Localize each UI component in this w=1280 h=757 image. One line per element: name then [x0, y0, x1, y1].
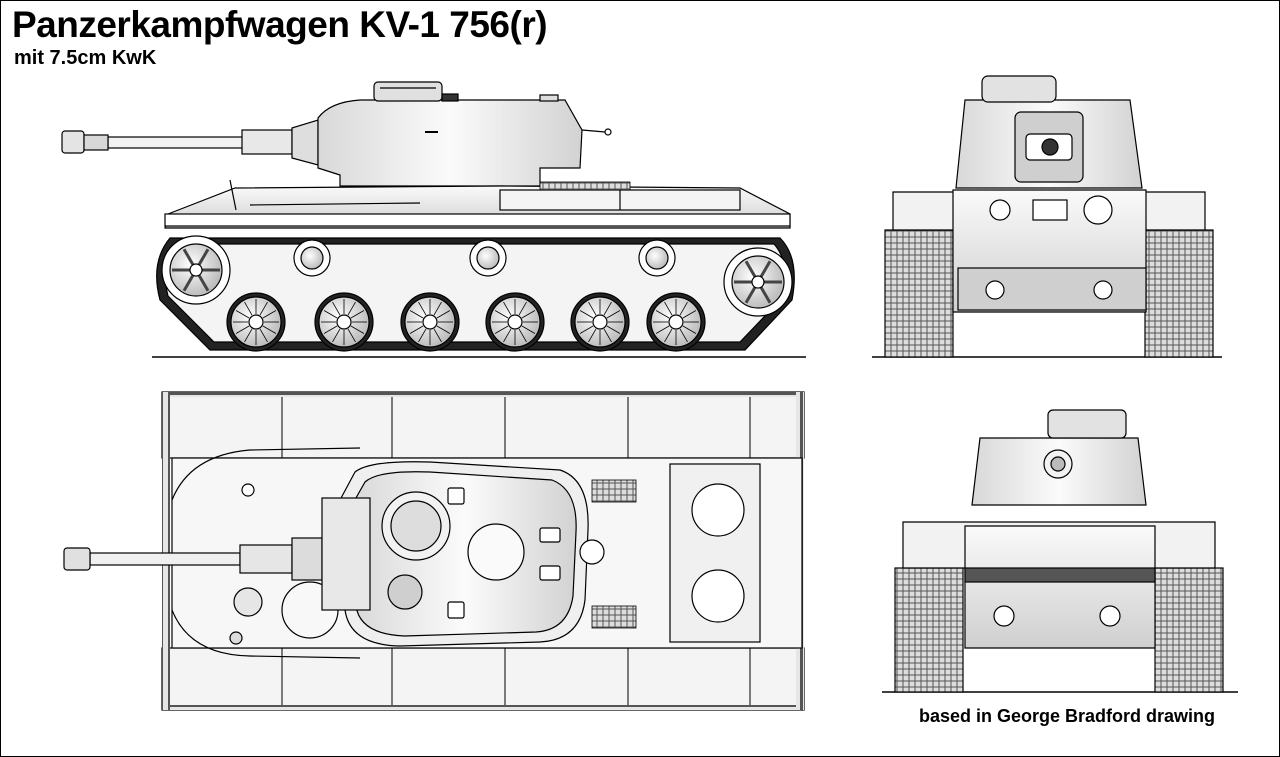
rear-view: [882, 409, 1238, 693]
rear-track-left: [894, 567, 964, 693]
engine-deck-cap-right: [691, 569, 745, 623]
engine-deck-cap-left: [691, 483, 745, 537]
road-wheel: [485, 292, 545, 352]
idler-wheel: [161, 235, 231, 305]
top-gun-barrel: [89, 552, 241, 566]
return-roller: [469, 239, 507, 277]
drawing-credit: based in George Bradford drawing: [919, 706, 1216, 726]
front-track-left: [884, 229, 954, 358]
road-wheel: [226, 292, 286, 352]
top-view: [63, 391, 805, 711]
drawing-title: Panzerkampfwagen KV-1 756(r): [12, 4, 548, 45]
gun-barrel: [107, 136, 244, 149]
rear-track-right: [1154, 567, 1224, 693]
side-turret: [317, 99, 583, 187]
front-track-right: [1144, 229, 1214, 358]
return-roller: [293, 239, 331, 277]
top-muzzle-brake: [63, 547, 91, 571]
gun-sleeve: [241, 129, 293, 155]
return-roller: [638, 239, 676, 277]
side-cupola: [373, 81, 443, 102]
muzzle-brake: [61, 130, 85, 154]
road-wheel: [646, 292, 706, 352]
front-view: [872, 75, 1222, 358]
top-track-right: [161, 647, 805, 711]
rear-hull: [964, 525, 1156, 649]
gun-mantlet: [291, 119, 319, 166]
top-mantlet: [321, 497, 371, 611]
drawing-subtitle: mit 7.5cm KwK: [14, 47, 157, 69]
side-view: [61, 81, 806, 358]
top-track-left: [161, 391, 805, 459]
road-wheel: [400, 292, 460, 352]
road-wheel: [570, 292, 630, 352]
road-wheel: [314, 292, 374, 352]
top-hatch: [467, 523, 525, 581]
drive-sprocket: [723, 247, 793, 317]
